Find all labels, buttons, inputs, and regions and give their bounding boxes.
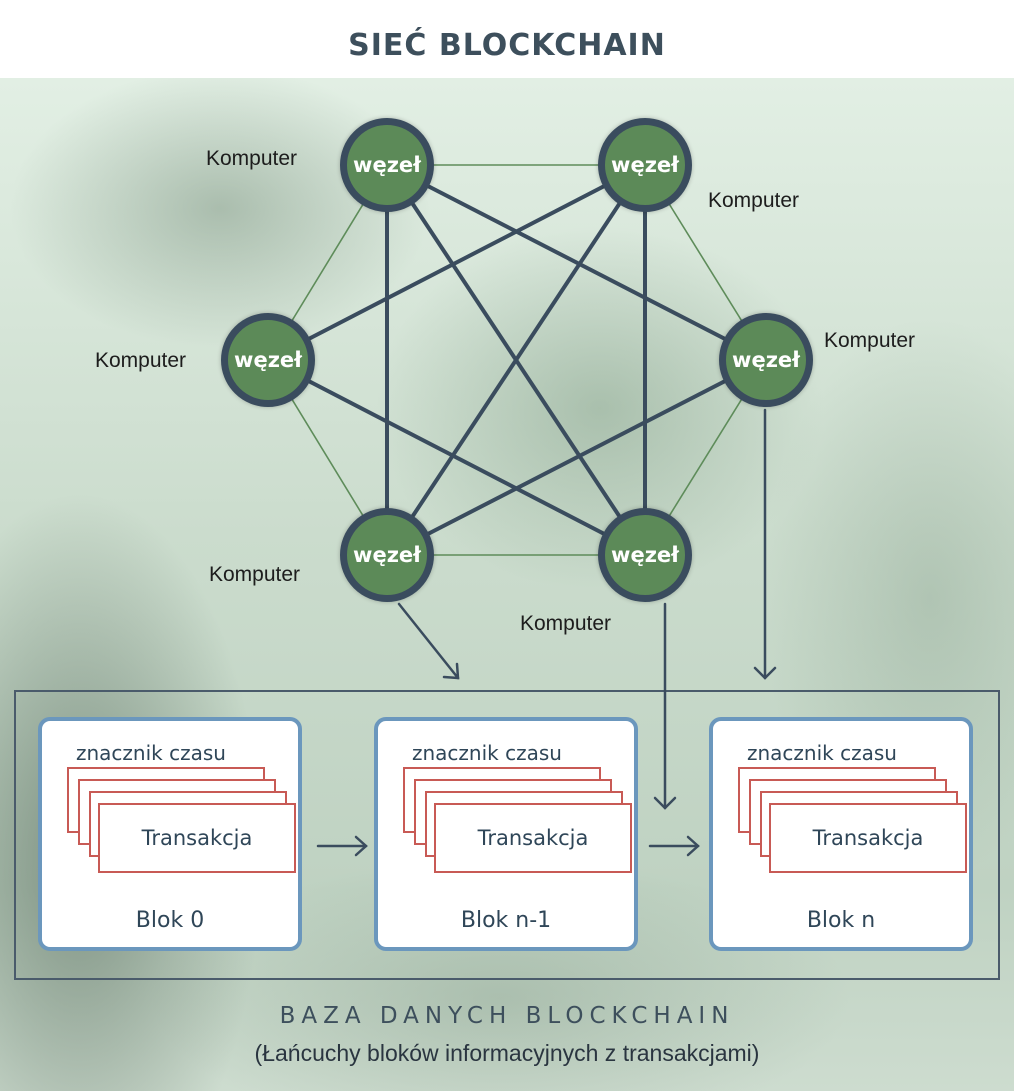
timestamp-label: znacznik czasu xyxy=(76,741,226,765)
node-middle-left: węzeł xyxy=(221,313,315,407)
computer-label-bottom-right: Komputer xyxy=(520,612,612,635)
node-top-right: węzeł xyxy=(598,118,692,212)
node-label: węzeł xyxy=(732,348,800,372)
transaction-label: Transakcja xyxy=(477,826,589,850)
database-title: BAZA DANYCH BLOCKCHAIN xyxy=(279,1003,735,1029)
computer-label-top-left: Komputer xyxy=(206,147,298,170)
strong-edge-n2-n3 xyxy=(267,163,646,362)
node-middle-right: węzeł xyxy=(719,313,813,407)
computer-label-middle-left: Komputer xyxy=(95,349,187,372)
node-label: węzeł xyxy=(611,543,679,567)
node-bottom-right: węzeł xyxy=(598,508,692,602)
node-bottom-left: węzeł xyxy=(340,508,434,602)
strong-edge-n4-n5 xyxy=(386,358,767,557)
node-label: węzeł xyxy=(611,153,679,177)
strong-edge-n1-n4 xyxy=(386,163,767,362)
node-top-left: węzeł xyxy=(340,118,434,212)
block-0: znacznik czasu Transakcja Blok 0 xyxy=(38,717,302,951)
computer-label-bottom-left: Komputer xyxy=(209,563,301,586)
block-label: Blok 0 xyxy=(135,908,205,933)
computer-label-top-right: Komputer xyxy=(708,189,800,212)
block-n: znacznik czasu Transakcja Blok n xyxy=(709,717,973,951)
transaction-card xyxy=(434,803,632,873)
strong-edge-n2-n5 xyxy=(385,163,647,557)
timestamp-label: znacznik czasu xyxy=(412,741,562,765)
node-label: węzeł xyxy=(353,543,421,567)
transaction-card xyxy=(769,803,967,873)
node-label: węzeł xyxy=(353,153,421,177)
block-n-minus-1: znacznik czasu Transakcja Blok n-1 xyxy=(374,717,638,951)
node-label: węzeł xyxy=(234,348,302,372)
diagram-title: SIEĆ BLOCKCHAIN xyxy=(348,28,666,63)
computer-label-middle-right: Komputer xyxy=(824,329,916,352)
block-label: Blok n xyxy=(806,908,876,933)
database-subtitle: (Łańcuchy bloków informacyjnych z transa… xyxy=(254,1040,760,1066)
database-frame xyxy=(14,690,1000,980)
timestamp-label: znacznik czasu xyxy=(747,741,897,765)
transaction-label: Transakcja xyxy=(141,826,253,850)
block-label: Blok n-1 xyxy=(460,908,552,933)
transaction-label: Transakcja xyxy=(812,826,924,850)
transaction-card xyxy=(98,803,296,873)
strong-edge-n3-n6 xyxy=(267,358,646,557)
